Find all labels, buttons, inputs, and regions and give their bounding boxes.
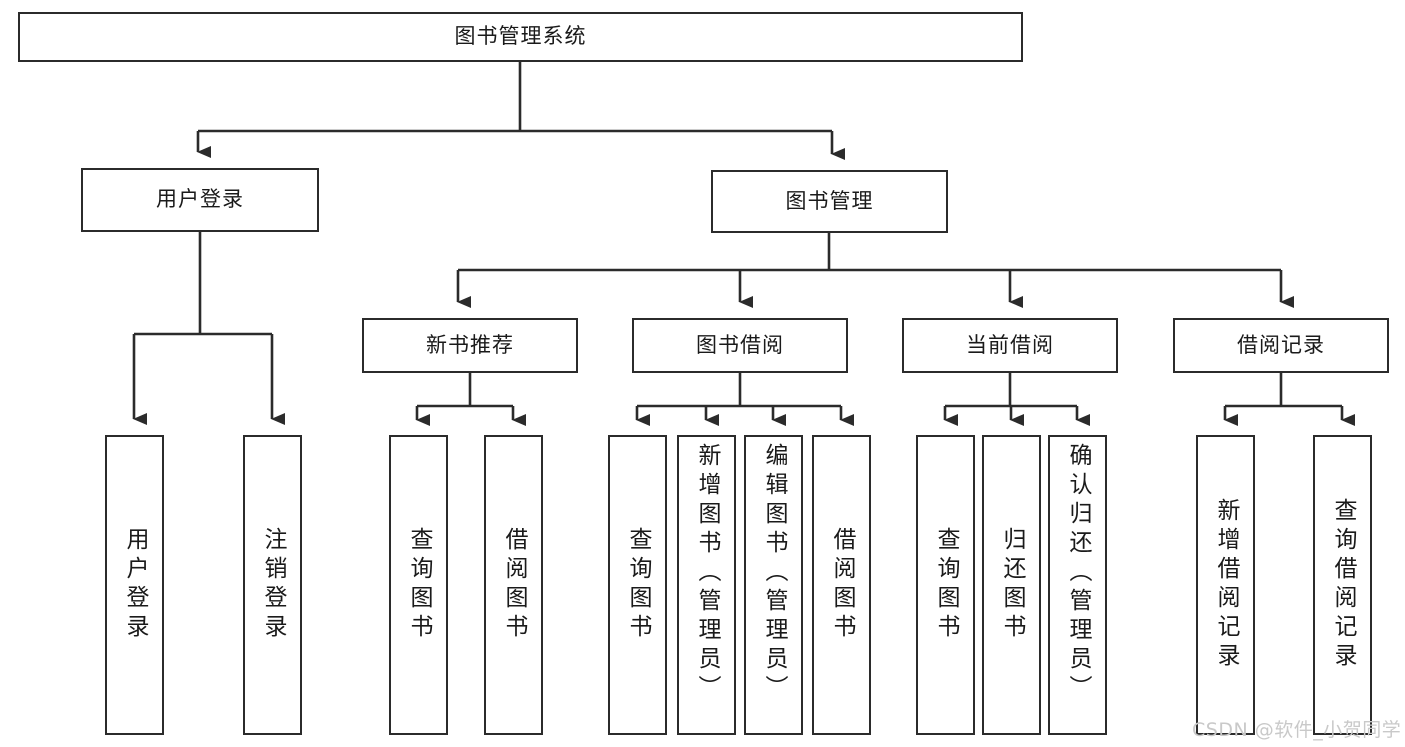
node-label: 查询图书: [406, 527, 432, 643]
node-user-login[interactable]: 用户登录: [81, 168, 319, 232]
leaf-current-borrow-confirm-return[interactable]: 确认归还（管理员）: [1048, 435, 1107, 735]
node-label: 图书管理系统: [454, 24, 587, 49]
leaf-user-login-signout[interactable]: 注销登录: [243, 435, 302, 735]
node-book-borrowing[interactable]: 图书借阅: [632, 318, 848, 373]
leaf-book-borrow-add[interactable]: 新增图书（管理员）: [677, 435, 736, 735]
node-label: 借阅记录: [1237, 332, 1325, 357]
node-label: 图书管理: [785, 188, 874, 213]
node-label: 查询图书: [625, 527, 651, 643]
node-label: 新增图书（管理员）: [694, 443, 720, 704]
leaf-book-borrow-edit[interactable]: 编辑图书（管理员）: [744, 435, 803, 735]
node-borrowing-record[interactable]: 借阅记录: [1173, 318, 1389, 373]
node-book-management[interactable]: 图书管理: [711, 170, 948, 233]
node-new-book-recommendation[interactable]: 新书推荐: [362, 318, 578, 373]
leaf-book-borrow-query[interactable]: 查询图书: [608, 435, 667, 735]
node-label: 归还图书: [999, 527, 1025, 643]
node-label: 查询借阅记录: [1330, 498, 1356, 672]
node-label: 当前借阅: [966, 332, 1054, 357]
node-label: 用户登录: [122, 527, 148, 643]
node-label: 借阅图书: [501, 527, 527, 643]
node-label: 用户登录: [156, 187, 244, 212]
node-label: 查询图书: [933, 527, 959, 643]
node-label: 编辑图书（管理员）: [761, 443, 787, 704]
csdn-watermark: CSDN @软件_小贺同学: [1192, 719, 1402, 741]
node-label: 注销登录: [260, 527, 286, 643]
leaf-user-login-signin[interactable]: 用户登录: [105, 435, 164, 735]
node-label: 确认归还（管理员）: [1065, 443, 1091, 704]
node-label: 图书借阅: [696, 332, 784, 357]
leaf-borrow-record-add[interactable]: 新增借阅记录: [1196, 435, 1255, 735]
leaf-current-borrow-return[interactable]: 归还图书: [982, 435, 1041, 735]
node-root-book-management-system[interactable]: 图书管理系统: [18, 12, 1023, 62]
leaf-borrow-record-query[interactable]: 查询借阅记录: [1313, 435, 1372, 735]
leaf-current-borrow-query[interactable]: 查询图书: [916, 435, 975, 735]
leaf-new-book-query[interactable]: 查询图书: [389, 435, 448, 735]
leaf-book-borrow-lend[interactable]: 借阅图书: [812, 435, 871, 735]
node-current-borrowing[interactable]: 当前借阅: [902, 318, 1118, 373]
node-label: 新书推荐: [426, 332, 514, 357]
leaf-new-book-borrow[interactable]: 借阅图书: [484, 435, 543, 735]
node-label: 新增借阅记录: [1213, 498, 1239, 672]
node-label: 借阅图书: [829, 527, 855, 643]
